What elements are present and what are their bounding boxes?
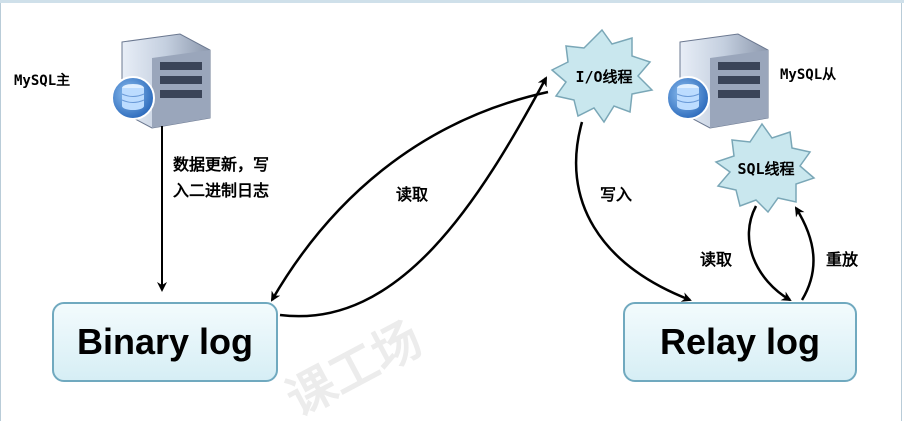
- arrow-sqlthread-to-relay: [747, 205, 792, 302]
- relay-log-box: Relay log: [623, 302, 857, 382]
- arrow-io-to-binlog: [270, 90, 549, 302]
- binary-log-box: Binary log: [52, 302, 278, 382]
- edge-label-read-relay: 读取: [700, 250, 733, 269]
- master-step-line2: 入二进制日志: [173, 181, 270, 200]
- master-step-line1: 数据更新，写: [173, 155, 270, 174]
- binary-log-label: Binary log: [76, 321, 254, 362]
- slave-server-icon: [666, 33, 769, 129]
- arrow-binlog-to-io: [279, 76, 548, 318]
- master-database-icon: [111, 76, 155, 120]
- io-thread-label: I/O线程: [575, 68, 633, 86]
- edge-label-replay: 重放: [826, 250, 859, 269]
- slave-label: MySQL从: [780, 67, 837, 83]
- sql-thread-star: [714, 122, 816, 214]
- slave-database-icon: [666, 76, 710, 120]
- master-step-text: 数据更新，写 入二进制日志: [173, 152, 269, 204]
- master-label: MySQL主: [14, 73, 71, 89]
- io-thread-star: [550, 28, 654, 124]
- relay-log-label: Relay log: [659, 321, 821, 362]
- arrow-relay-to-sqlthread: [794, 206, 815, 301]
- edge-label-read-binlog: 读取: [396, 185, 429, 204]
- sql-thread-label: SQL线程: [737, 160, 795, 178]
- arrow-io-to-relay: [574, 121, 692, 302]
- top-rule: [0, 0, 904, 3]
- master-server-icon: [111, 33, 211, 129]
- edge-label-write-relay: 写入: [600, 185, 633, 204]
